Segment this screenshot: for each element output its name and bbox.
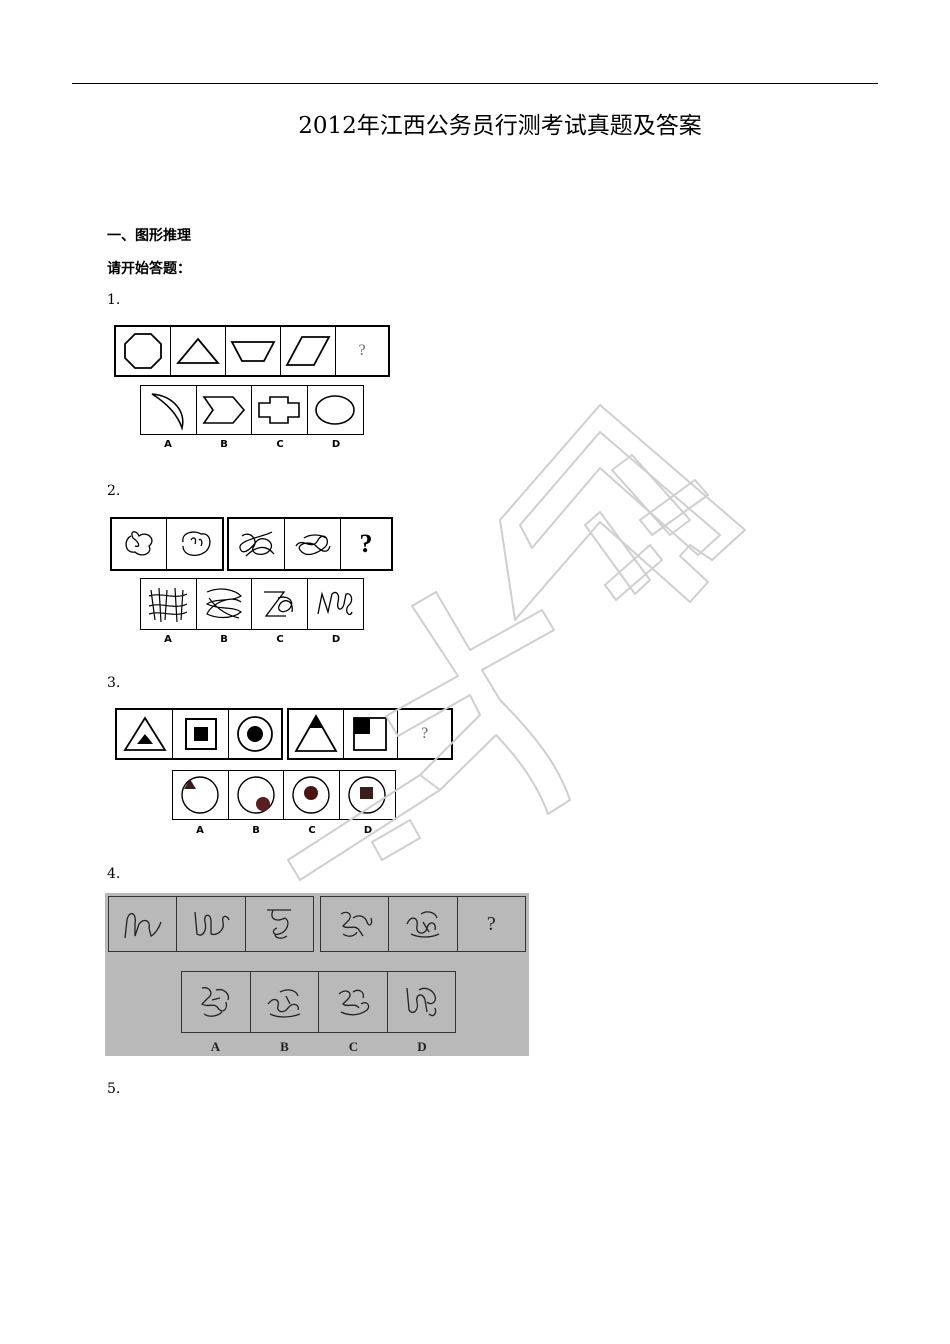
question-3-number: 3. (107, 675, 121, 691)
circle-square-icon (340, 771, 396, 819)
option-label-d: D (331, 634, 341, 645)
crescent-icon (141, 386, 197, 434)
question-2-options (140, 578, 364, 630)
square-corner-icon (344, 710, 399, 758)
question-3-stem-left (115, 708, 283, 760)
line-curve-1-icon (109, 897, 178, 951)
line-curve-d-icon (388, 972, 456, 1032)
scribble-4-icon (285, 519, 341, 569)
question-3-options (172, 770, 396, 820)
question-2-stem-left (110, 517, 224, 571)
question-1-number: 1. (107, 292, 121, 308)
dot-in-circle-icon (229, 710, 281, 758)
option-label-b: B (220, 439, 228, 450)
octagon-icon (116, 327, 171, 375)
question-3-stem-right: ? (287, 708, 453, 760)
option-label-d: D (331, 439, 341, 450)
scribble-3-icon (229, 519, 285, 569)
circle-dot-icon (284, 771, 340, 819)
question-4-photo: ? A B C D (105, 893, 529, 1056)
question-mark: ? (359, 529, 373, 558)
option-label-a: A (164, 439, 172, 450)
small-triangle-top-icon (289, 710, 344, 758)
question-4-number: 4. (107, 866, 121, 882)
question-2-stem-right: ? (227, 517, 393, 571)
option-label-b: B (252, 825, 260, 836)
question-4-stem-left (108, 896, 314, 952)
line-curve-b-icon (251, 972, 319, 1032)
option-label-a: A (164, 634, 172, 645)
header-rule (72, 83, 878, 84)
option-label-d: D (417, 1039, 427, 1054)
section-heading: 一、图形推理 (107, 228, 191, 244)
line-curve-2-icon (177, 897, 246, 951)
scribble-b-icon (197, 579, 252, 629)
option-label-c: C (276, 634, 284, 645)
circle-dot-low-icon (229, 771, 284, 819)
scribble-a-icon (141, 579, 197, 629)
option-label-a: A (196, 825, 204, 836)
square-in-square-icon (173, 710, 229, 758)
circle-triangle-icon (173, 771, 229, 819)
question-2-number: 2. (107, 483, 121, 499)
cross-shape-icon (252, 386, 308, 434)
scribble-d-icon (308, 579, 364, 629)
question-5-number: 5. (107, 1081, 121, 1097)
question-1-options (140, 385, 364, 435)
scribble-2-icon (167, 519, 222, 569)
arrow-pentagon-icon (197, 386, 252, 434)
option-label-c: C (348, 1039, 359, 1054)
triangle-icon (171, 327, 226, 375)
instruction-text: 请开始答题： (107, 261, 191, 277)
triangle-in-triangle-icon (117, 710, 173, 758)
question-3-option-labels: A B C D (172, 825, 396, 836)
line-curve-4-icon (321, 897, 390, 951)
question-1-option-labels: A B C D (140, 439, 364, 450)
scribble-1-icon (112, 519, 168, 569)
question-mark: ? (358, 342, 366, 359)
question-4-stem-right: ? (320, 896, 526, 952)
option-label-b: B (220, 634, 228, 645)
option-label-a: A (210, 1039, 221, 1054)
page-title: 2012年江西公务员行测考试真题及答案 (298, 113, 702, 139)
scribble-c-icon (252, 579, 308, 629)
option-label-c: C (276, 439, 284, 450)
line-curve-a-icon (182, 972, 251, 1032)
line-curve-3-icon (246, 897, 313, 951)
parallelogram-icon (281, 327, 336, 375)
option-label-b: B (280, 1039, 289, 1054)
ellipse-icon (308, 386, 364, 434)
question-mark: ? (486, 912, 496, 935)
option-label-d: D (363, 825, 373, 836)
question-1-stem: ? (114, 325, 390, 377)
question-4-options (181, 971, 456, 1033)
line-curve-5-icon (389, 897, 458, 951)
option-label-c: C (308, 825, 316, 836)
line-curve-c-icon (319, 972, 388, 1032)
question-4-option-labels: A B C D (181, 1039, 456, 1055)
trapezoid-icon (226, 327, 281, 375)
question-2-option-labels: A B C D (140, 634, 364, 645)
question-mark: ? (421, 725, 429, 742)
